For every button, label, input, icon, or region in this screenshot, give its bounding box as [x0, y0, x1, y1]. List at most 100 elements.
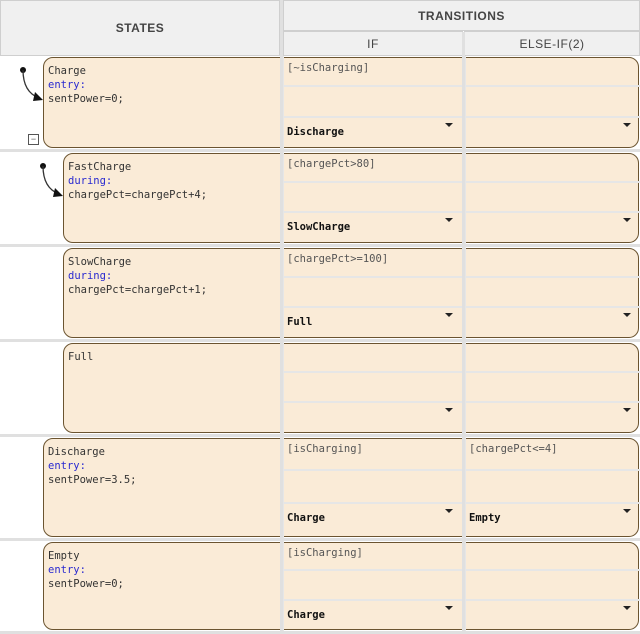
dropdown-arrow-icon[interactable]: [623, 313, 631, 318]
state-box[interactable]: SlowCharge during: chargePct=chargePct+1…: [63, 248, 639, 338]
transitions-header: TRANSITIONS: [283, 0, 640, 31]
state-keyword: entry:: [48, 564, 86, 576]
else-if-column-header[interactable]: ELSE-IF(2): [464, 31, 640, 56]
destination-value: Full: [287, 316, 313, 329]
state-action: sentPower=3.5;: [48, 474, 137, 486]
if-action[interactable]: [283, 372, 462, 404]
dropdown-arrow-icon[interactable]: [445, 218, 453, 223]
if-action[interactable]: [283, 277, 462, 309]
else-transition-cell: [chargePct<=4] Empty: [465, 437, 640, 539]
if-destination-dropdown[interactable]: SlowCharge: [283, 213, 462, 245]
if-column-header[interactable]: IF: [283, 31, 463, 56]
state-name: SlowCharge: [68, 256, 132, 268]
dropdown-arrow-icon[interactable]: [445, 606, 453, 610]
collapse-icon[interactable]: −: [28, 134, 39, 145]
state-action: sentPower=0;: [48, 93, 124, 105]
table-row: FastCharge during: chargePct=chargePct+4…: [0, 152, 640, 247]
else-destination-dropdown[interactable]: [465, 403, 640, 435]
if-condition[interactable]: [isCharging]: [283, 541, 462, 571]
else-action[interactable]: [465, 470, 640, 505]
table-row: SlowCharge during: chargePct=chargePct+1…: [0, 247, 640, 342]
dropdown-arrow-icon[interactable]: [623, 509, 631, 514]
if-transition-cell: [chargePct>80] SlowCharge: [283, 152, 462, 245]
else-destination-dropdown[interactable]: Empty: [465, 504, 640, 539]
else-transition-cell: [465, 152, 640, 245]
table-row: Discharge entry: sentPower=3.5; [isCharg…: [0, 437, 640, 541]
else-condition[interactable]: [chargePct<=4]: [465, 437, 640, 471]
state-box[interactable]: Charge entry: sentPower=0;: [43, 57, 639, 148]
destination-value: Charge: [287, 512, 325, 525]
dropdown-arrow-icon[interactable]: [445, 509, 453, 514]
table-row: Empty entry: sentPower=0; [isCharging] C…: [0, 541, 640, 634]
state-keyword: during:: [68, 175, 113, 187]
dropdown-arrow-icon[interactable]: [623, 606, 631, 610]
state-box[interactable]: Full: [63, 343, 639, 433]
else-action[interactable]: [465, 571, 640, 601]
state-box[interactable]: Empty entry: sentPower=0;: [43, 542, 639, 630]
if-destination-dropdown[interactable]: Charge: [283, 504, 462, 539]
if-transition-cell: [isCharging] Charge: [283, 541, 462, 631]
else-transition-cell: [465, 541, 640, 631]
state-box[interactable]: Discharge entry: sentPower=3.5;: [43, 438, 639, 537]
states-header: STATES: [0, 0, 280, 56]
else-condition[interactable]: [465, 342, 640, 373]
if-transition-cell: [283, 342, 462, 435]
if-destination-dropdown[interactable]: Full: [283, 308, 462, 340]
table-row: Full: [0, 342, 640, 437]
state-name: Full: [68, 351, 94, 363]
if-action[interactable]: [283, 470, 462, 505]
else-destination-dropdown[interactable]: [465, 118, 640, 149]
column-divider: [280, 0, 283, 634]
if-transition-cell: [isCharging] Charge: [283, 437, 462, 539]
if-action[interactable]: [283, 182, 462, 214]
state-name: Empty: [48, 550, 80, 562]
if-condition[interactable]: [chargePct>=100]: [283, 247, 462, 278]
dropdown-arrow-icon[interactable]: [445, 408, 453, 413]
state-action: chargePct=chargePct+4;: [68, 189, 208, 201]
if-condition[interactable]: [isCharging]: [283, 437, 462, 471]
default-transition-icon: [40, 163, 63, 197]
else-transition-cell: [465, 342, 640, 435]
state-box[interactable]: FastCharge during: chargePct=chargePct+4…: [63, 153, 639, 243]
else-condition[interactable]: [465, 541, 640, 571]
if-action[interactable]: [283, 571, 462, 601]
else-destination-dropdown[interactable]: [465, 213, 640, 245]
state-name: FastCharge: [68, 161, 132, 173]
if-condition[interactable]: [chargePct>80]: [283, 152, 462, 183]
destination-value: SlowCharge: [287, 221, 351, 234]
else-condition[interactable]: [465, 56, 640, 87]
if-destination-dropdown[interactable]: Discharge: [283, 118, 462, 149]
else-action[interactable]: [465, 87, 640, 118]
if-destination-dropdown[interactable]: [283, 403, 462, 435]
table-row: −Charge entry: sentPower=0; [~isCharging…: [0, 56, 640, 152]
state-keyword: entry:: [48, 79, 86, 91]
default-transition-icon: [20, 67, 43, 101]
if-condition[interactable]: [~isCharging]: [283, 56, 462, 87]
else-action[interactable]: [465, 277, 640, 309]
if-destination-dropdown[interactable]: Charge: [283, 601, 462, 631]
state-keyword: entry:: [48, 460, 86, 472]
dropdown-arrow-icon[interactable]: [623, 218, 631, 223]
state-action: chargePct=chargePct+1;: [68, 284, 208, 296]
else-transition-cell: [465, 247, 640, 340]
state-name: Charge: [48, 65, 86, 77]
state-name: Discharge: [48, 446, 105, 458]
if-transition-cell: [~isCharging] Discharge: [283, 56, 462, 149]
else-destination-dropdown[interactable]: [465, 601, 640, 631]
if-condition[interactable]: [283, 342, 462, 373]
if-action[interactable]: [283, 87, 462, 118]
dropdown-arrow-icon[interactable]: [623, 123, 631, 127]
dropdown-arrow-icon[interactable]: [445, 123, 453, 127]
if-transition-cell: [chargePct>=100] Full: [283, 247, 462, 340]
else-action[interactable]: [465, 182, 640, 214]
else-condition[interactable]: [465, 152, 640, 183]
else-action[interactable]: [465, 372, 640, 404]
column-divider: [462, 32, 465, 634]
state-action: sentPower=0;: [48, 578, 124, 590]
else-condition[interactable]: [465, 247, 640, 278]
destination-value: Charge: [287, 609, 325, 621]
dropdown-arrow-icon[interactable]: [623, 408, 631, 413]
else-destination-dropdown[interactable]: [465, 308, 640, 340]
dropdown-arrow-icon[interactable]: [445, 313, 453, 318]
state-keyword: during:: [68, 270, 113, 282]
